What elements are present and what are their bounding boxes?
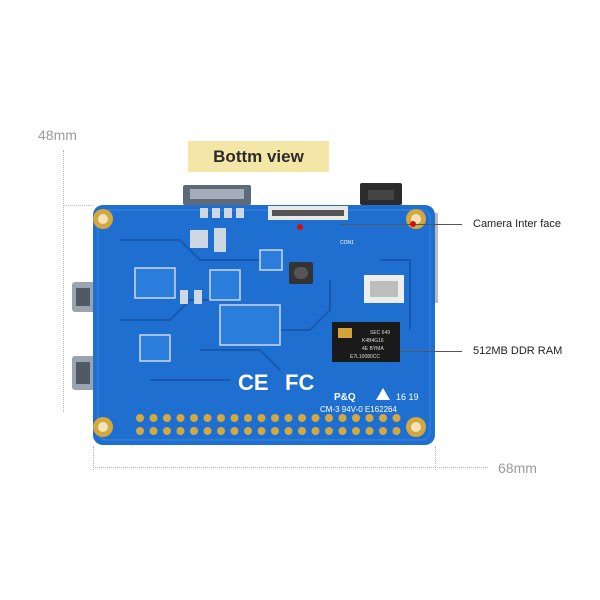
gpio-pad [338,427,347,435]
width-dimension-label: 68mm [498,460,537,476]
con-label: CON1 [340,240,354,246]
warning-triangle-icon [376,388,390,400]
fcc-mark: FC [285,370,314,395]
gpio-pad [325,414,333,422]
gpio-pad [176,414,185,422]
gpio-pad [149,427,158,435]
gpio-pad [352,427,360,435]
camera-callout-label: Camera Inter face [473,218,562,230]
gpio-pad [244,414,252,422]
gpio-pad [392,414,401,422]
ce-mark: CE [238,370,269,395]
gpio-pad [163,427,171,435]
ram-chip-line-3: 4E BYMA [362,346,384,352]
gpio-pad [217,427,225,435]
gpio-pad [203,427,212,435]
camera-callout-line [340,224,462,225]
gpio-pad [190,427,198,435]
gpio-pad [203,414,212,422]
height-tick-top [63,205,93,206]
gpio-pad [298,414,306,422]
gpio-pad [284,414,293,422]
gpio-pad [271,414,279,422]
gpio-pad [136,414,144,422]
gpio-pad [257,427,266,435]
gpio-pad [230,427,239,435]
gpio-pad [176,427,185,435]
cert-code: CM-3 94V-0 E162264 [320,405,397,414]
gpio-pad [149,414,158,422]
ram-callout-line [400,351,462,352]
gpio-header [136,414,401,435]
pq-mark: P&Q [334,392,356,403]
gpio-pad [338,414,347,422]
gpio-pad [217,414,225,422]
gpio-pad [379,414,387,422]
ram-chip-line-2: K4B4G16 [362,338,384,344]
camera-callout-dot [410,221,416,227]
gpio-pad [136,427,144,435]
gpio-pad [379,427,387,435]
height-dimension-line [63,150,64,412]
gpio-pad [163,414,171,422]
gpio-pad [352,414,360,422]
gpio-pad [271,427,279,435]
gpio-pad [257,414,266,422]
ram-callout-label: 512MB DDR RAM [473,345,563,357]
height-dimension-label: 48mm [38,127,77,143]
gpio-pad [230,414,239,422]
ram-chip-line-1: SEC 649 [370,330,390,336]
gpio-pad [311,427,320,435]
width-dimension-line [93,467,488,468]
date-code: 16 19 [396,392,419,402]
gpio-pad [392,427,401,435]
width-tick-left [93,446,94,470]
gpio-pad [284,427,293,435]
gpio-pad [190,414,198,422]
view-title: Bottm view [188,141,329,172]
width-tick-right [435,446,436,470]
gpio-pad [298,427,306,435]
gpio-pad [365,427,374,435]
gpio-pad [244,427,252,435]
ram-chip-line-4: E7L10080CC [350,354,380,360]
gpio-pad [311,414,320,422]
gpio-pad [325,427,333,435]
gpio-pad [365,414,374,422]
